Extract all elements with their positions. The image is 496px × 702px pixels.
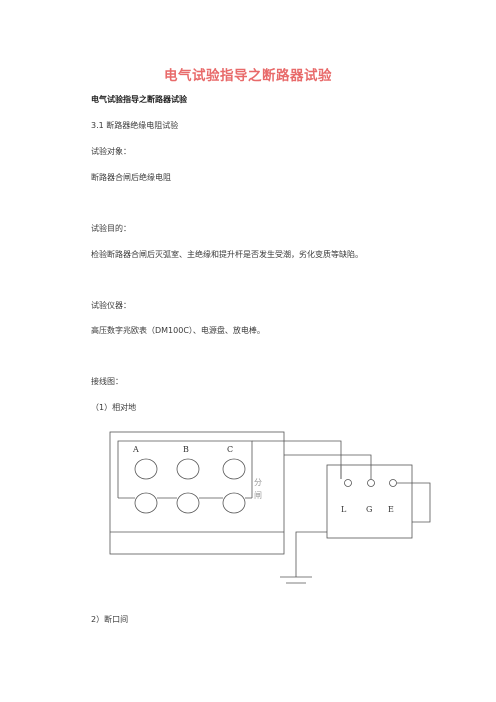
lead-g xyxy=(284,454,372,479)
case-between-breaks: 2）断口间 xyxy=(91,615,129,624)
case-phase-to-ground: （1）相对地 xyxy=(91,403,137,412)
terminal-a-top xyxy=(134,458,158,480)
terminal-c-top xyxy=(222,458,246,480)
meter-label-g: G xyxy=(366,505,372,514)
object-text: 断路器合闸后绝缘电阻 xyxy=(91,173,171,182)
phase-a-label: A xyxy=(132,445,139,454)
terminal-b-bottom xyxy=(176,492,200,514)
state-label-1: 分 xyxy=(254,478,262,487)
wiring-label: 接线图： xyxy=(91,377,123,386)
document-title: 电气试验指导之断路器试验 xyxy=(164,68,332,84)
meter-terminal-l xyxy=(344,479,352,487)
meter-label-l: L xyxy=(341,505,347,514)
terminal-b-top xyxy=(176,458,200,480)
document-subtitle: 电气试验指导之断路器试验 xyxy=(91,95,187,104)
meter-label-e: E xyxy=(388,505,394,514)
lead-e xyxy=(397,482,431,523)
object-label: 试验对象： xyxy=(91,147,131,156)
inner-loop-wire xyxy=(117,440,253,498)
phase-b-label: B xyxy=(183,445,189,454)
instrument-text: 高压数字兆欧表（DM100C）、电源盘、放电棒。 xyxy=(91,326,265,335)
terminal-c-bottom xyxy=(222,492,246,514)
meter-terminal-g xyxy=(367,479,375,487)
meter-terminal-e xyxy=(389,479,397,487)
lead-ground xyxy=(295,531,327,577)
purpose-text: 检验断路器合闸后灭弧室、主绝缘和提升杆是否发生受潮，劣化变质等缺陷。 xyxy=(91,250,363,259)
state-label-2: 闸 xyxy=(254,491,262,500)
instrument-label: 试验仪器： xyxy=(91,301,131,310)
breaker-box xyxy=(109,431,285,555)
purpose-label: 试验目的： xyxy=(91,224,131,233)
lead-l xyxy=(252,440,342,479)
megohmmeter-box xyxy=(326,464,413,539)
terminal-a-bottom xyxy=(134,492,158,514)
section-heading: 3.1 断路器绝缘电阻试验 xyxy=(91,121,179,130)
phase-c-label: C xyxy=(227,445,233,454)
